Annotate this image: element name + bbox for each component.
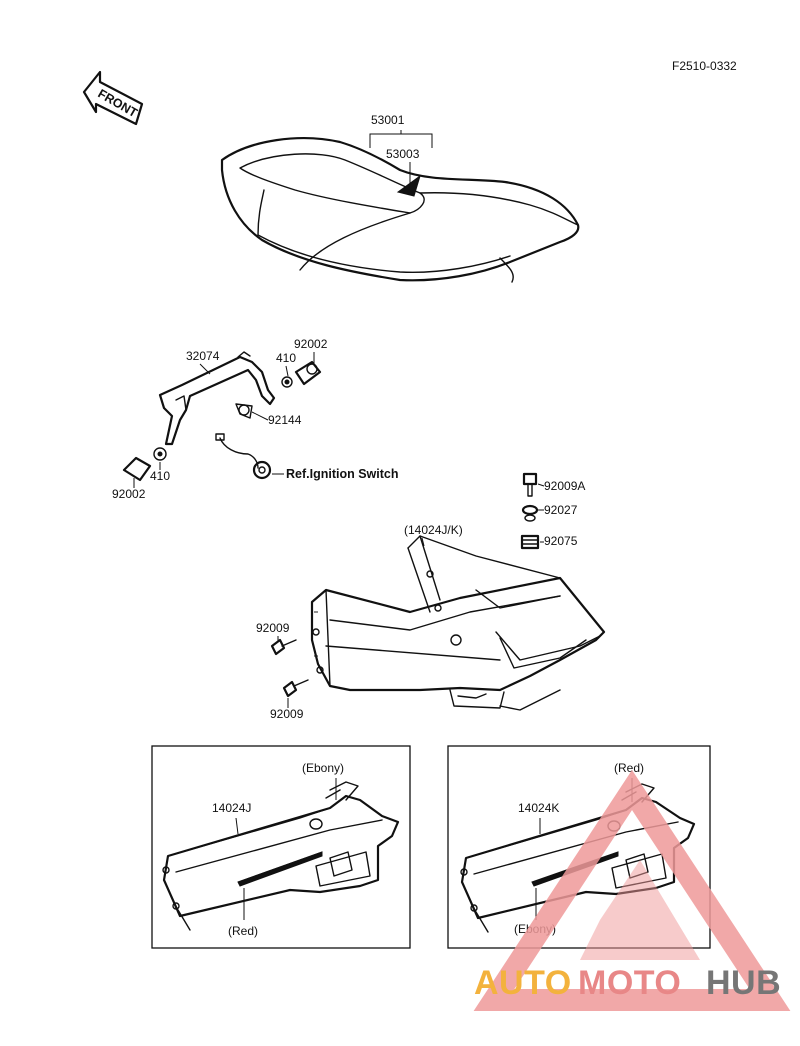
label-ref-ignition-switch: Ref.Ignition Switch [286, 467, 399, 481]
bolt-92002-top [281, 360, 322, 388]
left-bottom-color: (Red) [228, 924, 258, 938]
seat-callouts: 53001 53003 [369, 113, 433, 190]
screw-92009-upper [270, 638, 297, 656]
right-part-14024k: 14024K [518, 801, 559, 815]
label-92009a: 92009A [544, 479, 585, 493]
screw-stack: 92009A 92027 92075 [520, 472, 585, 550]
label-53003: 53003 [386, 147, 420, 161]
screw-92009-lower [282, 679, 309, 698]
left-part-14024j: 14024J [212, 801, 251, 815]
label-32074: 32074 [186, 349, 220, 363]
label-410-top: 410 [276, 351, 296, 365]
watermark-hub: HUB [706, 964, 781, 1002]
watermark-triangle-icon [473, 769, 791, 1011]
label-92144: 92144 [268, 413, 302, 427]
bracket-callouts: 32074 410 92002 92144 410 92002 Ref.Igni… [112, 337, 399, 501]
label-53001: 53001 [371, 113, 405, 127]
label-410-bottom: 410 [150, 469, 170, 483]
watermark-moto: MOTO [578, 964, 681, 1002]
figure-code: F2510-0332 [672, 59, 737, 73]
seat-lock-bracket [158, 351, 276, 446]
label-92002-bottom: 92002 [112, 487, 146, 501]
bolt-92002-bottom [122, 447, 167, 482]
label-14024jk: (14024J/K) [404, 523, 463, 537]
right-top-color: (Red) [614, 761, 644, 775]
variant-box-left: (Ebony) 14024J (Red) [151, 745, 411, 949]
cover-callouts: (14024J/K) 92009 92009 [256, 523, 463, 721]
label-92027: 92027 [544, 503, 578, 517]
label-92009-upper: 92009 [256, 621, 290, 635]
ignition-wire [215, 433, 272, 480]
tail-cover-assembly [310, 535, 606, 711]
front-arrow-icon: FRONT [82, 70, 144, 126]
watermark-auto: AUTO [474, 964, 572, 1002]
automotohub-watermark: AUTO MOTO HUB [473, 769, 791, 1011]
seat-illustration [220, 137, 580, 283]
label-92009-lower: 92009 [270, 707, 304, 721]
label-92002-top: 92002 [294, 337, 328, 351]
left-top-color: (Ebony) [302, 761, 344, 775]
label-92075: 92075 [544, 534, 578, 548]
